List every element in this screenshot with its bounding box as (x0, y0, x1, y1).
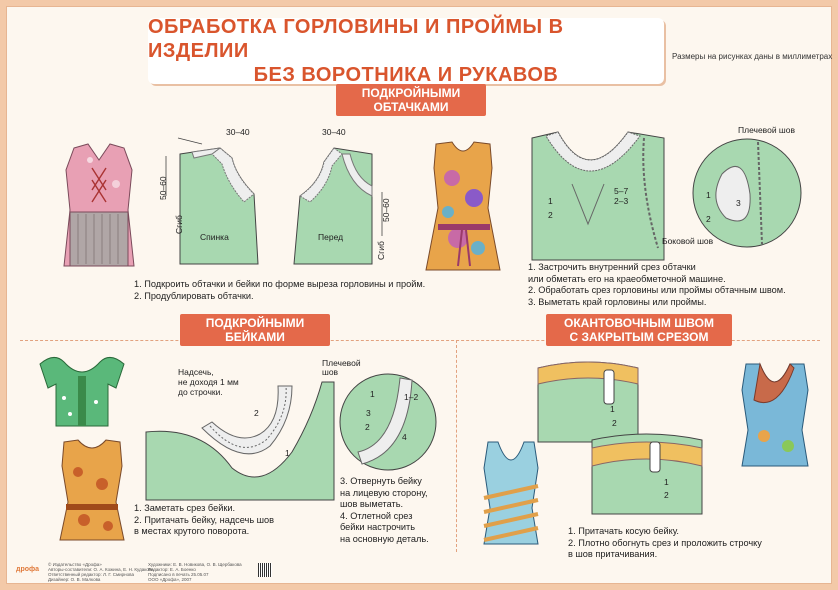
facing-armhole-zoom (692, 138, 802, 248)
shoulder-seam-label: Плечевой шов (738, 125, 795, 135)
notch-note-2: не доходя 1 мм (178, 377, 239, 387)
bias-neckline-diagram (145, 381, 335, 501)
instructions-binding: 1. Притачать косую бейку. 2. Плотно обог… (568, 526, 762, 561)
num-2a: 2 (254, 408, 259, 418)
back-pattern-diagram (165, 137, 259, 265)
banner-bias-line1: ПОДКРОЙНЫМИ (205, 316, 305, 330)
instruction-bias-3b: на лицевую сторону, (340, 487, 428, 498)
title-line-2: БЕЗ ВОРОТНИКА И РУКАВОВ (253, 64, 559, 86)
binding-zoom-top (537, 361, 639, 443)
notch-note-1: Надсечь, (178, 367, 214, 377)
instruction-binding-1: 1. Притачать косую бейку. (568, 526, 679, 536)
num-c1: 1 (706, 190, 711, 200)
label-front: Перед (318, 232, 344, 242)
dim-top-right: 30–40 (322, 127, 346, 137)
instruction-bias-1: 1. Заметать срез бейки. (134, 503, 236, 513)
instruction-right-1b: или обметать его на краеобметочной машин… (528, 273, 726, 284)
garment-wrap-top-illustration (741, 362, 809, 467)
facing-neckline-diagram (531, 131, 665, 261)
size-note: Размеры на рисунках даны в миллиметрах (672, 52, 833, 61)
credit-5: Художники: Е. В. Новикова, О. В. Щербако… (148, 562, 242, 567)
credit-7: Подписано в печать 25.05.07 (148, 572, 209, 577)
shoulder-seam-bias-1: Плечевой (322, 358, 361, 368)
num-2b: 2 (365, 422, 370, 432)
bias-armhole-zoom (339, 373, 437, 471)
num-1-facing: 1 (548, 196, 553, 206)
divider-vertical (456, 340, 457, 552)
num-3b-1: 1 (664, 477, 669, 487)
garment-vest-illustration (63, 143, 135, 267)
label-fold-right: Сгиб (376, 241, 386, 260)
num-2-facing: 2 (548, 210, 553, 220)
num-c2: 2 (706, 214, 711, 224)
instruction-right-3: 3. Выметать край горловины или проймы. (528, 296, 707, 307)
garment-striped-top-illustration (483, 441, 539, 545)
notch-note: Надсечь, не доходя 1 мм до строчки. (178, 367, 239, 397)
garment-paisley-top-illustration (425, 141, 501, 271)
dim-top-left: 30–40 (226, 127, 250, 137)
footer-credits-2: Художники: Е. В. Новикова, О. В. Щербако… (148, 562, 242, 582)
banner-facings-line1: ПОДКРОЙНЫМИ (361, 86, 461, 100)
side-seam-label: Боковой шов (662, 236, 714, 246)
garment-orange-top-illustration (59, 439, 125, 541)
credit-2: Авторы-составители: О. А. Кожина, Е. Н. … (48, 567, 154, 572)
banner-bias-strips: ПОДКРОЙНЫМИ БЕЙКАМИ (180, 314, 330, 346)
instruction-right-1: 1. Застрочить внутренний срез обтачки (528, 262, 696, 272)
instructions-bias-right: 3. Отвернуть бейку на лицевую сторону, ш… (340, 476, 429, 545)
instructions-bias-left: 1. Заметать срез бейки. 2. Притачать бей… (134, 503, 274, 538)
credit-8: ООО «Дрофа», 2007 (148, 577, 192, 582)
front-pattern-diagram (293, 147, 383, 265)
binding-zoom-bottom (591, 433, 703, 515)
instructions-facings: 1. Подкроить обтачки и бейки по форме вы… (134, 279, 425, 302)
num-4b: 4 (402, 432, 407, 442)
instruction-bias-4b: бейки настрочить (340, 522, 416, 532)
banner-facings: ПОДКРОЙНЫМИ ОБТАЧКАМИ (336, 84, 486, 116)
banner-binding-line2: С ЗАКРЫТЫМ СРЕЗОМ (569, 330, 709, 344)
instruction-facings-1: 1. Подкроить обтачки и бейки по форме вы… (134, 279, 426, 289)
instruction-binding-2: 2. Плотно обогнуть срез и проложить стро… (568, 537, 762, 548)
credit-3: Ответственный редактор: Л. Г. Смирнова (48, 572, 134, 577)
instruction-facings-2: 2. Продублировать обтачки. (134, 290, 254, 301)
title-box: ОБРАБОТКА ГОРЛОВИНЫ И ПРОЙМЫ В ИЗДЕЛИИ Б… (148, 16, 664, 86)
num-1b: 1 (370, 389, 375, 399)
label-back: Спинка (200, 232, 229, 242)
dim-5-7: 5–7 (614, 186, 629, 196)
instruction-bias-3c: шов выметать. (340, 499, 404, 509)
num-3a-1: 1 (610, 404, 615, 414)
credit-1: © Издательство «Дрофа» (48, 562, 102, 567)
garment-green-blouse-illustration (39, 357, 125, 427)
barcode (258, 563, 272, 577)
banner-facings-line2: ОБТАЧКАМИ (373, 100, 449, 114)
credit-6: Редактор: Е. А. Боенко (148, 567, 196, 572)
instruction-right-2: 2. Обработать срез горловины или проймы … (528, 285, 786, 295)
dim-left-vertical: 50–60 (158, 176, 168, 200)
num-1a: 1 (285, 448, 290, 458)
publisher-logo: дрофа (16, 566, 40, 573)
instruction-bias-4c: на основную деталь. (340, 533, 429, 544)
notch-note-3: до строчки. (178, 387, 223, 397)
instruction-bias-2b: в местах крутого поворота. (134, 526, 250, 536)
divider-horizontal (20, 340, 820, 341)
instruction-bias-3: 3. Отвернуть бейку (340, 476, 422, 486)
instruction-binding-2b: в шов притачивания. (568, 549, 658, 559)
shoulder-seam-bias: Плечевой шов (322, 359, 361, 377)
label-fold-left: Сгиб (174, 215, 184, 234)
footer-credits-1: © Издательство «Дрофа» Авторы-составител… (48, 562, 154, 582)
num-3b-2: 2 (664, 490, 669, 500)
instruction-bias-2: 2. Притачать бейку, надсечь шов (134, 514, 275, 525)
shoulder-seam-bias-2: шов (322, 367, 339, 377)
num-3b: 3 (366, 408, 371, 418)
title-line-1: ОБРАБОТКА ГОРЛОВИНЫ И ПРОЙМЫ В ИЗДЕЛИИ (148, 16, 564, 62)
credit-4: Дизайнер: О. В. Малкова (48, 577, 101, 582)
banner-binding-line1: ОКАНТОВОЧНЫМ ШВОМ (564, 316, 714, 330)
dim-2-3: 2–3 (614, 196, 629, 206)
instructions-facings-right: 1. Застрочить внутренний срез обтачки ил… (528, 262, 786, 308)
banner-bias-line2: БЕЙКАМИ (225, 330, 285, 344)
num-3a-2: 2 (612, 418, 617, 428)
dim-right-vertical: 50–60 (381, 198, 391, 222)
num-c3: 3 (736, 198, 741, 208)
dim-1-2: 1–2 (404, 392, 419, 402)
instruction-bias-4: 4. Отлетной срез (340, 510, 413, 521)
banner-binding: ОКАНТОВОЧНЫМ ШВОМ С ЗАКРЫТЫМ СРЕЗОМ (546, 314, 732, 346)
